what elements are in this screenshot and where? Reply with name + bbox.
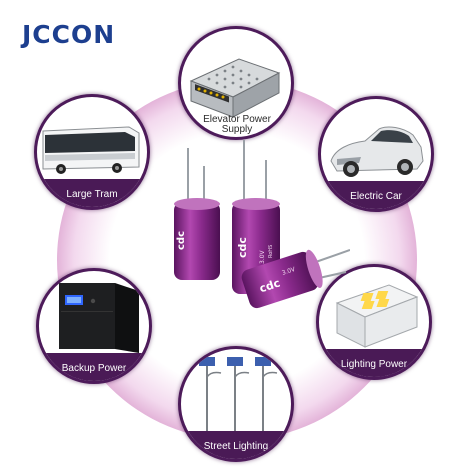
supercapacitor-group-illustration: cdc cdc 3.0V RoHS cdc 3.0V — [174, 140, 350, 309]
app-node-elevator-power-supply — [178, 26, 294, 140]
app-node-lighting-power: Lighting Power — [316, 264, 432, 380]
label-street-lighting: Street Lighting — [203, 441, 269, 452]
label-electric-car: Electric Car — [350, 191, 402, 202]
cap-lying-voltage: 3.0V — [281, 266, 297, 277]
label-lighting-power: Lighting Power — [340, 359, 408, 370]
cap-middle-voltage: 3.0V — [259, 249, 266, 264]
cap-lying-text: cdc — [258, 277, 282, 296]
car-icon — [330, 126, 424, 177]
led-driver-icon — [335, 284, 419, 348]
power-supply-icon — [189, 58, 281, 118]
app-node-backup-power: Backup Power — [36, 268, 152, 384]
app-node-street-lighting: Street Lighting — [178, 346, 294, 462]
band-large-tram — [37, 179, 147, 207]
supercapacitor-left — [174, 202, 220, 280]
band-street-lighting — [181, 431, 291, 459]
label-large-tram: Large Tram — [66, 189, 118, 200]
cap-left-text: cdc — [176, 231, 187, 250]
street-lamp-icon — [199, 357, 278, 439]
label-backup-power: Backup Power — [61, 363, 127, 374]
ups-icon — [59, 283, 139, 353]
brand-logo-text: JCCON — [22, 20, 116, 49]
band-backup-power — [39, 353, 149, 381]
tram-icon — [42, 126, 140, 174]
app-node-large-tram: Large Tram — [34, 94, 150, 210]
band-lighting-power — [319, 349, 429, 377]
label-elevator-power-supply: Elevator Power Supply — [203, 114, 271, 135]
supercapacitor-lying: cdc 3.0V — [241, 249, 323, 309]
app-node-electric-car: Electric Car — [318, 96, 434, 212]
cap-middle-rohs: RoHS — [268, 245, 274, 258]
cap-middle-text: cdc — [236, 237, 249, 258]
band-electric-car — [321, 181, 431, 209]
